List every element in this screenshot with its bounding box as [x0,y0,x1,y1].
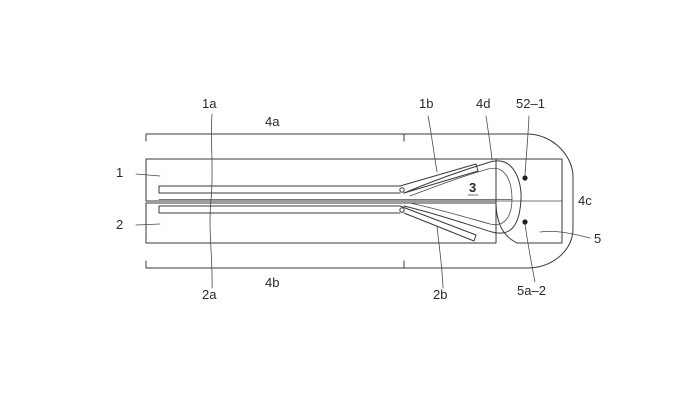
label-52-1: 52–1 [516,96,545,111]
bend-2b [399,205,477,242]
body-2 [145,202,497,244]
bracket-4c [403,133,574,269]
loop-inner [409,167,513,226]
leader-2b [436,225,444,289]
label-1a: 1a [202,96,217,111]
leader-5a-2 [524,223,536,283]
leader-1a [209,113,213,289]
label-5a-2: 5a–2 [517,283,546,298]
label-2a: 2a [202,287,217,302]
joint-upper [399,187,405,193]
leader-1b [427,115,438,173]
leader-5 [539,230,591,239]
leader-4d [485,115,493,161]
strip-1a [158,185,401,194]
bend-1b [399,163,479,194]
dot-5a-2 [522,219,528,225]
label-1: 1 [116,165,123,180]
label-2: 2 [116,217,123,232]
body-1 [145,158,497,202]
leader-2 [135,223,161,226]
leader-1 [135,173,161,177]
label-1b: 1b [419,96,433,111]
joint-lower [399,207,405,213]
loop-4d [403,160,522,234]
dot-52-1 [522,175,528,181]
bracket-4b [145,260,405,269]
label-3: 3 [469,180,476,195]
label-2b: 2b [433,287,447,302]
strip-2a [158,205,401,214]
label-4a: 4a [265,114,280,129]
leader-52-1 [524,115,530,177]
label-5: 5 [594,231,601,246]
connector-5 [495,158,563,244]
label-4d: 4d [476,96,490,111]
label-4c: 4c [578,193,592,208]
label-4b: 4b [265,275,279,290]
bracket-4a [145,133,405,142]
